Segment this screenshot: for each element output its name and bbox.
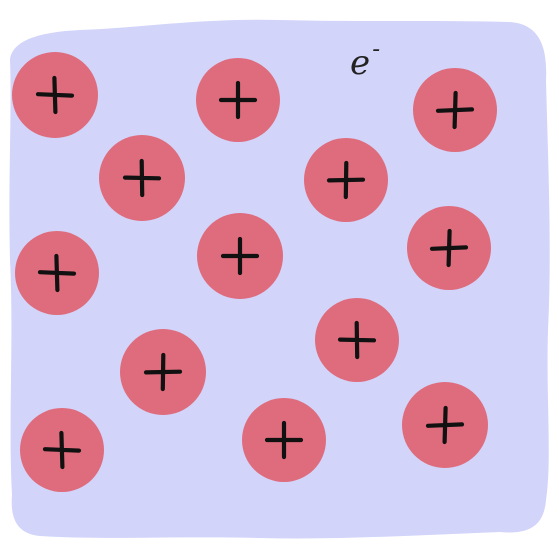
plus-sign-icon [425, 405, 465, 445]
plus-sign-icon [337, 320, 377, 360]
positive-ion [402, 382, 488, 468]
positive-ion [196, 58, 280, 142]
positive-ions-layer [12, 52, 497, 492]
plus-sign-icon [37, 253, 77, 293]
electron-charge-superscript: - [372, 37, 380, 62]
positive-ion [413, 68, 497, 152]
plus-sign-icon [42, 430, 82, 470]
positive-ion [315, 298, 399, 382]
positive-ion [12, 52, 98, 138]
positive-ion [197, 213, 283, 299]
plus-sign-icon [218, 80, 258, 120]
plus-sign-icon [429, 228, 469, 268]
plus-sign-icon [264, 420, 304, 460]
plus-sign-icon [143, 352, 183, 392]
positive-ion [120, 329, 206, 415]
plus-sign-icon [435, 90, 475, 130]
plus-sign-icon [326, 160, 366, 200]
positive-ion [407, 206, 491, 290]
plus-sign-icon [220, 236, 260, 276]
positive-ion [20, 408, 104, 492]
electron-label: e- [350, 37, 380, 83]
positive-ion [99, 135, 185, 221]
plus-sign-icon [122, 158, 162, 198]
plus-sign-icon [35, 75, 75, 115]
positive-ion [15, 231, 99, 315]
electron-symbol: e [350, 43, 370, 83]
positive-ion [242, 398, 326, 482]
positive-ion [304, 138, 388, 222]
